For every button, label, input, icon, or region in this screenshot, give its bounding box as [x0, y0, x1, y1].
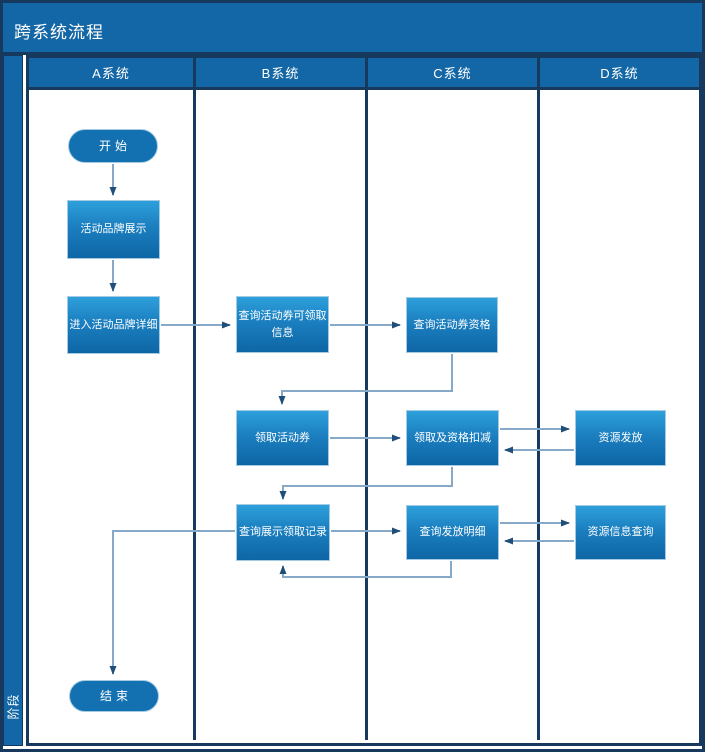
flow-node-query-coupon-claimable-info: 查询活动券可领取 信息: [236, 296, 329, 353]
lane-header-c: C系统: [368, 58, 537, 87]
diagram-title-bar: 跨系统流程: [3, 3, 702, 55]
lane-header-b: B系统: [196, 58, 365, 87]
lane-header-d: D系统: [540, 58, 699, 87]
page-title: 跨系统流程: [14, 23, 104, 42]
lane-divider-a-b: [193, 90, 196, 740]
flow-node-enter-activity-brand-detail: 进入活动品牌详细: [67, 296, 160, 354]
lane-header-row: A系统 B系统 C系统 D系统: [29, 58, 699, 90]
flow-node-end: 结束: [69, 680, 159, 712]
stage-label: 阶段: [6, 693, 21, 720]
lane-divider-b-c: [365, 90, 368, 740]
stage-sidebar: 阶段: [3, 55, 23, 746]
flow-node-query-coupon-qualification: 查询活动券资格: [406, 297, 498, 353]
flow-node-resource-issue: 资源发放: [575, 410, 666, 466]
lane-header-a: A系统: [29, 58, 193, 87]
flow-node-activity-brand-display: 活动品牌展示: [67, 200, 160, 259]
flow-node-query-display-claim-records: 查询展示领取记录: [236, 504, 330, 561]
flow-node-claim-coupon: 领取活动券: [236, 410, 329, 466]
flow-node-claim-and-qualification-deduction: 领取及资格扣减: [406, 410, 499, 466]
flow-node-query-issue-detail: 查询发放明细: [406, 505, 499, 560]
flow-node-resource-info-query: 资源信息查询: [575, 505, 666, 560]
lane-divider-c-d: [537, 90, 540, 740]
flow-node-start: 开始: [68, 129, 158, 163]
